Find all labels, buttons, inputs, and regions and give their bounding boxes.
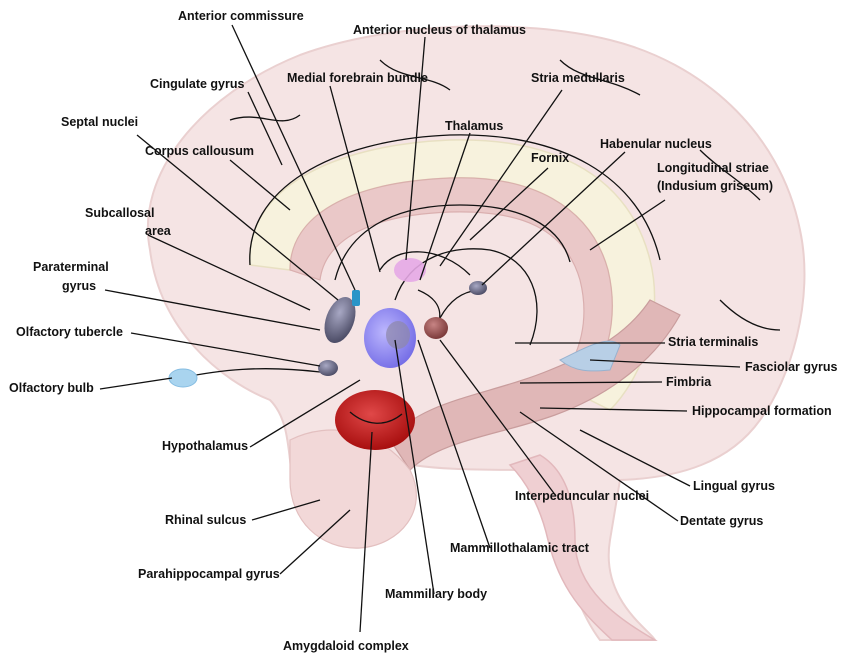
label-medial-forebrain-bundle: Medial forebrain bundle	[287, 71, 428, 85]
label-hypothalamus: Hypothalamus	[162, 439, 248, 453]
label-corpus-callousum: Corpus callousum	[145, 144, 254, 158]
amygdala-shape	[335, 390, 415, 450]
label-anterior-commissure: Anterior commissure	[178, 9, 304, 23]
label-subcallosal-area: area	[145, 224, 172, 238]
label-fasciolar-gyrus: Fasciolar gyrus	[745, 360, 837, 374]
label-olfactory-tubercle: Olfactory tubercle	[16, 325, 123, 339]
interpeduncular-shape	[424, 317, 448, 339]
label-septal-nuclei: Septal nuclei	[61, 115, 138, 129]
label-thalamus: Thalamus	[445, 119, 503, 133]
label-mammillary-body: Mammillary body	[385, 587, 487, 601]
label-dentate-gyrus: Dentate gyrus	[680, 514, 763, 528]
label-paraterminal-gyrus: gyrus	[62, 279, 96, 293]
label-fimbria: Fimbria	[666, 375, 712, 389]
label-longitudinal-striae: Longitudinal striae	[657, 161, 769, 175]
label-olfactory-bulb: Olfactory bulb	[9, 381, 94, 395]
label-anterior-nucleus-of-thalamus: Anterior nucleus of thalamus	[353, 23, 526, 37]
label-lingual-gyrus: Lingual gyrus	[693, 479, 775, 493]
label-rhinal-sulcus: Rhinal sulcus	[165, 513, 246, 527]
label-subcallosal: Subcallosal	[85, 206, 154, 220]
label-indusium-griseum: (Indusium griseum)	[657, 179, 773, 193]
label-fornix: Fornix	[531, 151, 569, 165]
label-stria-terminalis: Stria terminalis	[668, 335, 758, 349]
olfactory-tubercle-shape	[318, 360, 338, 376]
label-paraterminal: Paraterminal	[33, 260, 109, 274]
olfactory-bulb-shape	[169, 369, 197, 387]
label-interpeduncular-nuclei: Interpeduncular nuclei	[515, 489, 649, 503]
label-parahippocampal-gyrus: Parahippocampal gyrus	[138, 567, 280, 581]
anterior-commissure-shape	[352, 290, 360, 306]
label-stria-medullaris: Stria medullaris	[531, 71, 625, 85]
label-cingulate-gyrus: Cingulate gyrus	[150, 77, 245, 91]
label-hippocampal-formation: Hippocampal formation	[692, 404, 832, 418]
label-mammillothalamic-tract: Mammillothalamic tract	[450, 541, 590, 555]
label-amygdaloid-complex: Amygdaloid complex	[283, 639, 409, 653]
label-habenular-nucleus: Habenular nucleus	[600, 137, 712, 151]
hypothalamus-inner	[386, 321, 410, 349]
